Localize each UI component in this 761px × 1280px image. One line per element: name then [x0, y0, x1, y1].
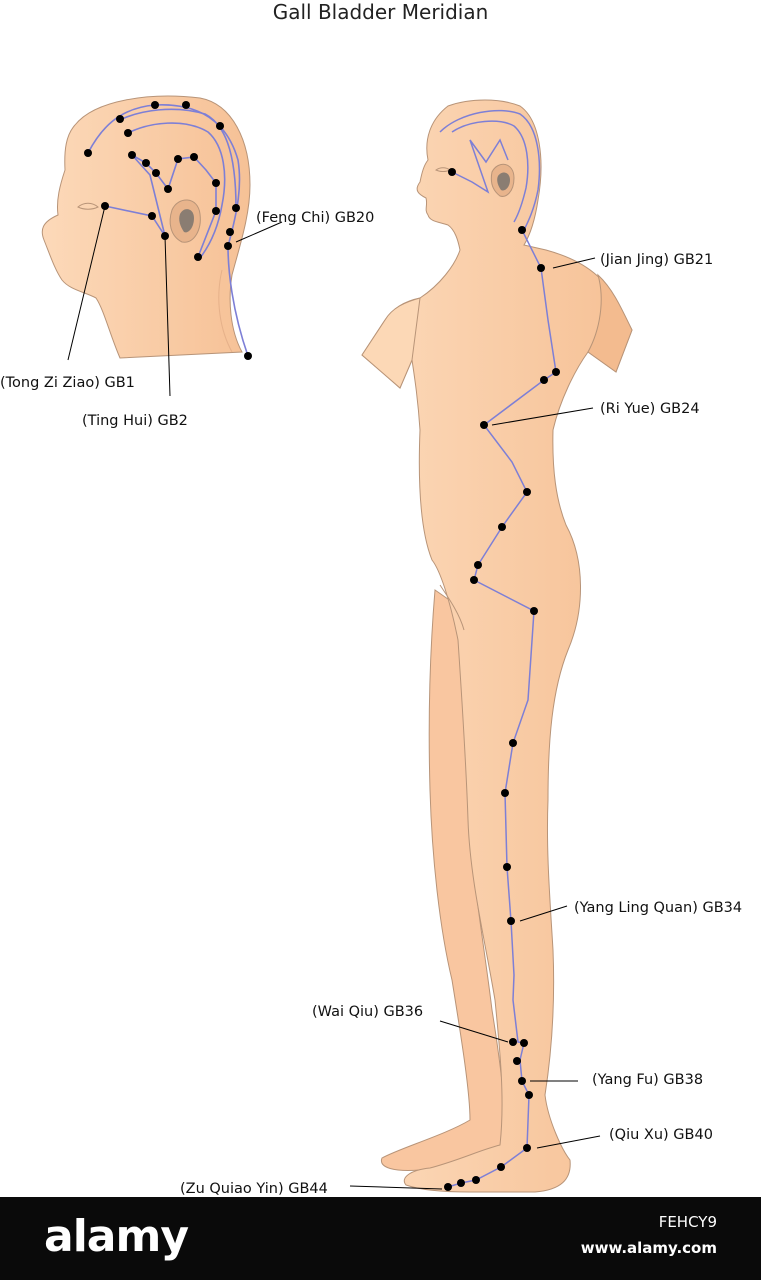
label-gb24: (Ri Yue) GB24	[600, 401, 700, 417]
acupoint	[523, 488, 531, 496]
acupoint	[520, 1039, 528, 1047]
acupoint	[472, 1176, 480, 1184]
image-id: FEHCY9	[658, 1213, 717, 1231]
torso-and-near-leg	[361, 99, 633, 1193]
acupoint	[497, 1163, 505, 1171]
meridian-diagram: (Tong Zi Ziao) GB1 (Ting Hui) GB2 (Feng …	[0, 95, 742, 1197]
left-arm-stump	[361, 297, 421, 389]
alamy-logo: alamy	[44, 1211, 189, 1262]
leader-gb34	[519, 905, 568, 922]
leader-gb20	[235, 221, 283, 243]
acupoint	[226, 228, 234, 236]
right-arm-stump	[587, 273, 633, 373]
head-meridian-arc-outer	[87, 104, 249, 357]
label-gb36: (Wai Qiu) GB36	[312, 1004, 423, 1020]
acupoint	[182, 101, 190, 109]
leader-gb36	[439, 1020, 509, 1043]
body-ear-inner	[497, 172, 510, 191]
label-gb38: (Yang Fu) GB38	[592, 1072, 703, 1088]
acupoint	[244, 352, 252, 360]
hip-line	[439, 584, 465, 631]
acupoint	[530, 607, 538, 615]
acupoint-gb44	[444, 1183, 452, 1191]
acupoint	[457, 1179, 465, 1187]
acupoint	[164, 185, 172, 193]
diagram-title: Gall Bladder Meridian	[272, 0, 489, 24]
acupoint-gb34	[507, 917, 515, 925]
eye-shape	[77, 202, 99, 210]
body-acupoints	[444, 168, 560, 1191]
leader-gb40	[536, 1135, 601, 1149]
acupoint	[503, 863, 511, 871]
acupoint	[194, 253, 202, 261]
body-head-meridian-zigzag	[451, 138, 509, 194]
acupoint	[525, 1091, 533, 1099]
acupoint	[212, 207, 220, 215]
acupoint	[124, 129, 132, 137]
site-url: www.alamy.com	[580, 1239, 717, 1257]
acupoint	[501, 789, 509, 797]
acupoint-gb21	[537, 264, 545, 272]
acupoint	[513, 1057, 521, 1065]
label-gb34: (Yang Ling Quan) GB34	[574, 900, 742, 916]
acupoint	[540, 376, 548, 384]
leader-gb24	[491, 407, 594, 426]
point-labels: (Tong Zi Ziao) GB1 (Ting Hui) GB2 (Feng …	[0, 210, 742, 1197]
acupoint-gb36	[509, 1038, 517, 1046]
label-gb21: (Jian Jing) GB21	[600, 252, 713, 268]
acupoint	[498, 523, 506, 531]
acupoint	[470, 576, 478, 584]
acupoint	[190, 153, 198, 161]
body-illustration	[349, 99, 633, 1193]
head-silhouette	[41, 95, 251, 359]
leader-gb44	[349, 1185, 443, 1190]
watermark-footer: alamy FEHCY9 www.alamy.com	[0, 1197, 761, 1280]
acupoint	[174, 155, 182, 163]
neck-line	[218, 269, 233, 353]
acupoint	[232, 204, 240, 212]
acupoint-gb20	[224, 242, 232, 250]
acupoint	[518, 226, 526, 234]
acupoint-gb38	[518, 1077, 526, 1085]
acupoint	[152, 169, 160, 177]
acupoint-gb40	[523, 1144, 531, 1152]
acupoint	[509, 739, 517, 747]
leader-gb1	[67, 205, 106, 361]
acupoint	[216, 122, 224, 130]
acupoint	[116, 115, 124, 123]
acupoint	[552, 368, 560, 376]
leader-gb21	[552, 257, 596, 269]
label-gb40: (Qiu Xu) GB40	[609, 1127, 713, 1143]
acupoint-gb24	[480, 421, 488, 429]
label-gb1: (Tong Zi Ziao) GB1	[0, 375, 135, 391]
acupoint	[148, 212, 156, 220]
leader-gb2	[164, 235, 171, 397]
acupoint	[84, 149, 92, 157]
ear-inner	[179, 209, 194, 233]
acupoint	[474, 561, 482, 569]
acupoint	[128, 151, 136, 159]
head-illustration	[41, 95, 283, 397]
head-meridian-arc-mid	[119, 108, 237, 209]
acupoint	[142, 159, 150, 167]
body-head-meridian-outer	[439, 109, 541, 231]
head-meridian-arc-inner	[127, 122, 226, 259]
acupoint	[448, 168, 456, 176]
acupoint	[151, 101, 159, 109]
label-gb2: (Ting Hui) GB2	[82, 413, 188, 429]
acupoint	[212, 179, 220, 187]
label-gb44: (Zu Quiao Yin) GB44	[180, 1181, 328, 1197]
label-gb20: (Feng Chi) GB20	[256, 210, 374, 226]
body-head-meridian-inner	[451, 120, 529, 223]
